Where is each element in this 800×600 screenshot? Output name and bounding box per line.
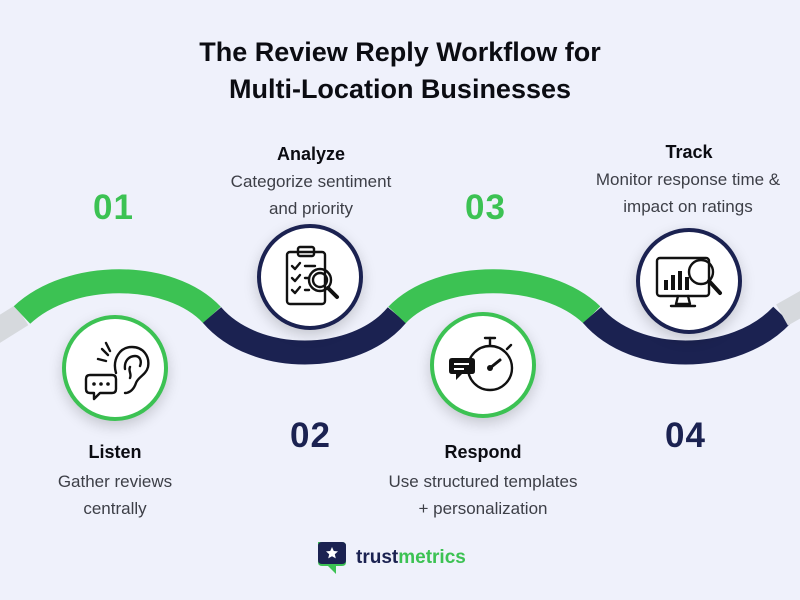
step-4-description: Monitor response time & impact on rating… bbox=[577, 166, 799, 220]
step-1-desc-line-2: centrally bbox=[83, 499, 147, 519]
step-3-number: 03 bbox=[465, 188, 506, 227]
logo-wordmark: trustmetrics bbox=[356, 547, 466, 569]
title-line-1: The Review Reply Workflow for bbox=[199, 37, 601, 67]
wave-left-gray bbox=[0, 304, 29, 343]
step-4-desc-line-2: impact on ratings bbox=[623, 197, 753, 217]
step-3-circle bbox=[430, 312, 536, 418]
step-1-number: 01 bbox=[93, 188, 134, 227]
title-line-2: Multi-Location Businesses bbox=[228, 74, 572, 105]
step-4-title: Track bbox=[665, 142, 713, 162]
wave-segment-green-2 bbox=[388, 269, 601, 325]
wave-segment-navy-1 bbox=[202, 306, 407, 365]
step-2-desc-line-1: Categorize sentiment bbox=[230, 172, 392, 191]
wave-segment-navy-2 bbox=[582, 306, 791, 365]
wave-segment-green-1 bbox=[13, 269, 221, 325]
step-2-number: 02 bbox=[290, 416, 331, 455]
step-4-circle bbox=[636, 228, 742, 334]
step-1-title: Listen bbox=[88, 442, 142, 462]
logo-text-trust: trust bbox=[356, 547, 399, 568]
step-1-circle bbox=[62, 315, 168, 421]
step-1-description: Gather reviews centrally bbox=[17, 468, 213, 522]
stopwatch-chat-icon bbox=[449, 336, 514, 392]
monitor-chart-icon bbox=[655, 256, 722, 308]
step-2-title: Analyze bbox=[276, 144, 346, 164]
step-3-title: Respond bbox=[444, 442, 522, 462]
wave-right-gray bbox=[776, 291, 800, 326]
logo-text-metrics: metrics bbox=[398, 547, 466, 568]
step-4-desc-line-1: Monitor response time & bbox=[595, 170, 781, 189]
page-title: The Review Reply Workflow for Multi-Loca… bbox=[0, 34, 800, 109]
ear-chat-icon bbox=[84, 341, 150, 401]
step-4-number: 04 bbox=[665, 416, 706, 455]
step-3-desc-line-2: + personalization bbox=[418, 499, 548, 519]
step-2-description: Categorize sentiment and priority bbox=[196, 168, 426, 222]
step-3-description: Use structured templates + personalizati… bbox=[372, 468, 594, 522]
step-2-desc-line-2: and priority bbox=[268, 199, 354, 219]
trustmetrics-logo-icon bbox=[318, 542, 346, 574]
trustmetrics-logo: trustmetrics bbox=[316, 540, 466, 576]
step-1-desc-line-1: Gather reviews bbox=[57, 472, 173, 491]
step-2-circle bbox=[257, 224, 363, 330]
clipboard-magnifier-icon bbox=[285, 245, 339, 306]
step-3-desc-line-1: Use structured templates bbox=[388, 472, 578, 491]
